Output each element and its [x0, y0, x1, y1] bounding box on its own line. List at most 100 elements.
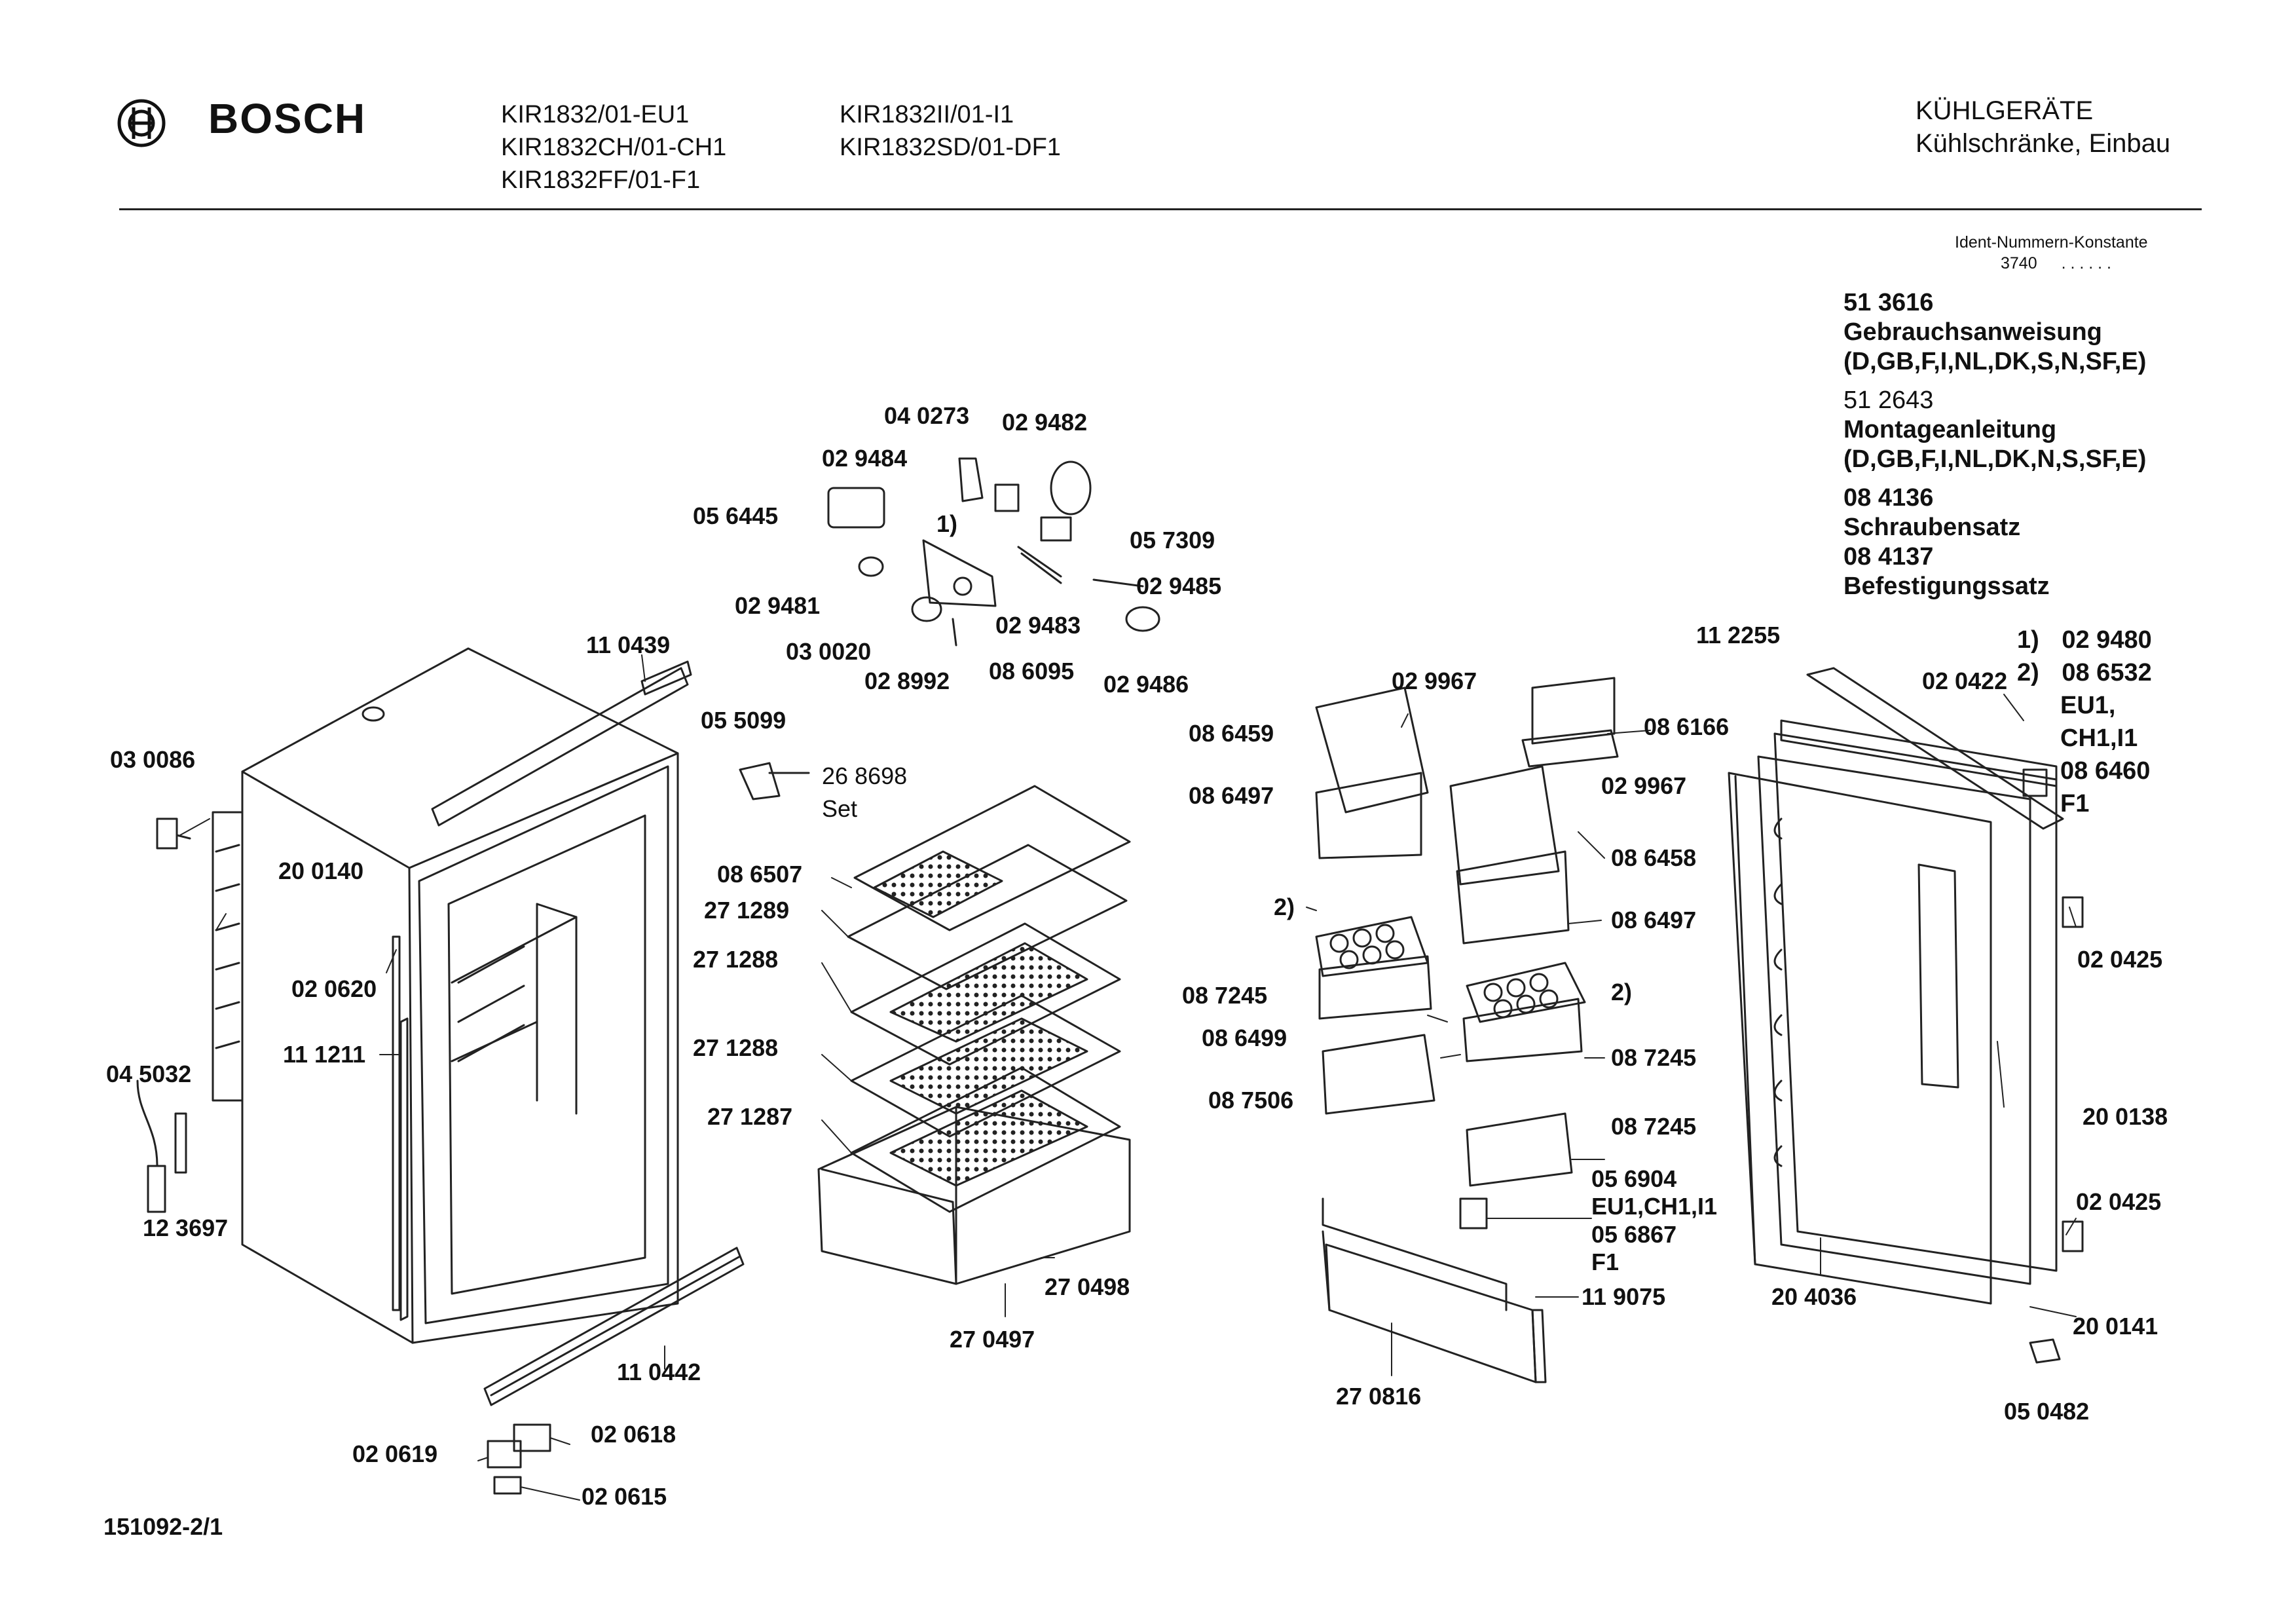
condenser-grille — [212, 811, 244, 1102]
part-label: 03 0086 — [110, 746, 196, 773]
part-label: 05 7309 — [1130, 527, 1215, 554]
part-label: 2) — [1274, 893, 1295, 920]
glass-shelves — [847, 785, 1131, 1213]
part-label: 11 0439 — [586, 631, 671, 658]
part-label: 08 6095 — [989, 658, 1075, 685]
model-number: KIR1832FF/01-F1 — [501, 166, 701, 194]
category-title: KÜHLGERÄTE — [1916, 96, 2094, 125]
part-label: 02 9482 — [1002, 409, 1088, 436]
part-label: 02 0425 — [2076, 1188, 2162, 1215]
ident-constant: Ident-Nummern-Konstante 3740 . . . . . . — [1955, 232, 2148, 274]
part-label: 02 9485 — [1136, 572, 1222, 599]
model-list-2: KIR1832II/01-I1 KIR1832SD/01-DF1 — [840, 98, 1061, 164]
footnote-line: CH1,I1 — [2060, 724, 2138, 752]
footnote-line: 08 6460 — [2060, 757, 2151, 785]
door-fittings — [2029, 896, 2084, 1364]
leader-lines — [179, 654, 2077, 1501]
part-label: 02 9486 — [1103, 671, 1189, 698]
part-label: 27 1289 — [704, 897, 790, 924]
part-label: 02 0615 — [582, 1483, 667, 1510]
footnote-value: 08 6532 — [2062, 659, 2152, 686]
part-label: 04 0273 — [884, 402, 970, 429]
part-label: 02 0422 — [1922, 667, 2008, 694]
part-label: 27 0498 — [1045, 1273, 1130, 1300]
category-block: KÜHLGERÄTE Kühlschränke, Einbau — [1916, 94, 2170, 160]
part-label: 08 6458 — [1611, 844, 1697, 871]
part-label: 08 7506 — [1208, 1087, 1294, 1114]
doc-item: 08 4136 Schraubensatz — [1843, 483, 2210, 542]
part-label: 11 0442 — [617, 1359, 701, 1385]
door-stop-part — [156, 817, 191, 850]
footnote-line: EU1, — [2060, 692, 2116, 719]
clip-parts — [1459, 1197, 1488, 1229]
brand-name: BOSCH — [208, 95, 367, 142]
part-label: 08 7245 — [1182, 982, 1268, 1009]
part-label: 02 0619 — [352, 1440, 438, 1467]
doc-number: 08 4137 — [1843, 543, 1934, 571]
part-label: 20 0141 — [2073, 1313, 2158, 1340]
part-label: 02 9967 — [1601, 772, 1687, 799]
part-label: 20 0140 — [278, 857, 364, 884]
ident-value: 3740 — [2001, 254, 2037, 272]
doc-item: 08 4137 Befestigungssatz — [1843, 542, 2210, 601]
bottle-shelf — [1322, 1197, 1547, 1383]
part-label: 02 0618 — [591, 1421, 676, 1448]
documentation-list: 51 3616 Gebrauchsanweisung (D,GB,F,I,NL,… — [1843, 288, 2210, 601]
model-list-1: KIR1832/01-EU1 KIR1832CH/01-CH1 KIR1832F… — [501, 98, 726, 197]
part-label: 20 4036 — [1771, 1283, 1857, 1310]
part-label: 08 6507 — [717, 861, 803, 888]
part-label: 08 6166 — [1644, 713, 1730, 740]
part-label: 03 0020 — [786, 638, 872, 665]
model-number: KIR1832/01-EU1 — [501, 101, 690, 128]
doc-number: 08 4136 — [1843, 484, 1934, 512]
part-label: 2) — [1611, 979, 1633, 1005]
part-label: EU1,CH1,I1 — [1591, 1193, 1718, 1220]
thermostat-assembly — [827, 457, 1160, 647]
part-label: 27 1288 — [693, 946, 779, 973]
doc-name: Befestigungssatz — [1843, 572, 2050, 600]
category-subtitle: Kühlschränke, Einbau — [1916, 129, 2171, 158]
doc-number: 51 3616 — [1843, 289, 1934, 316]
part-label: 08 6499 — [1202, 1024, 1287, 1051]
hinge-parts — [487, 1423, 551, 1495]
doc-name: Montageanleitung — [1843, 416, 2057, 443]
part-label: 08 7245 — [1611, 1044, 1697, 1071]
doc-number: 51 2643 — [1843, 386, 1934, 414]
part-label: 05 6904 — [1591, 1165, 1677, 1192]
part-label: 02 9967 — [1392, 667, 1477, 694]
ident-label: Ident-Nummern-Konstante — [1955, 233, 2148, 252]
part-label: 02 0620 — [291, 975, 377, 1002]
footnote-value: 02 9480 — [2062, 626, 2152, 654]
doc-languages: (D,GB,F,I,NL,DK,N,S,SF,E) — [1843, 445, 2147, 473]
part-label: 27 1287 — [707, 1103, 793, 1130]
fridge-door — [1728, 719, 2058, 1305]
part-label: 27 1288 — [693, 1034, 779, 1061]
cabinet-top-rail — [640, 660, 692, 696]
cable-and-sensor — [136, 1079, 187, 1213]
doc-languages: (D,GB,F,I,NL,DK,S,N,SF,E) — [1843, 348, 2147, 375]
part-label: 02 9483 — [995, 612, 1081, 639]
part-label: 11 9075 — [1582, 1283, 1666, 1310]
crisper-drawers — [817, 1106, 1131, 1285]
part-label: 08 6497 — [1189, 782, 1274, 809]
part-label: 26 8698 — [822, 762, 908, 789]
header-divider — [119, 208, 2202, 210]
footnotes: 1) 02 9480 2) 08 6532 EU1, CH1,I1 08 646… — [2017, 624, 2152, 820]
cabinet-body — [241, 647, 679, 1344]
footnote-line: F1 — [2060, 790, 2090, 817]
part-label: Set — [822, 795, 858, 822]
part-label: 27 0816 — [1336, 1383, 1422, 1410]
part-label: F1 — [1591, 1248, 1620, 1275]
doc-item: 51 3616 Gebrauchsanweisung (D,GB,F,I,NL,… — [1843, 288, 2210, 377]
part-label: 02 8992 — [864, 667, 950, 694]
part-label: 05 6867 — [1591, 1221, 1677, 1248]
bottom-rail — [483, 1247, 745, 1406]
ident-dots: . . . . . . — [2061, 254, 2111, 272]
document-number: 151092-2/1 — [103, 1513, 223, 1540]
part-label: 02 9484 — [822, 445, 908, 472]
part-label: 1) — [936, 510, 958, 537]
part-label: 05 5099 — [701, 707, 787, 734]
footnote-marker: 1) — [2017, 626, 2039, 654]
part-label: 05 0482 — [2004, 1398, 2090, 1425]
